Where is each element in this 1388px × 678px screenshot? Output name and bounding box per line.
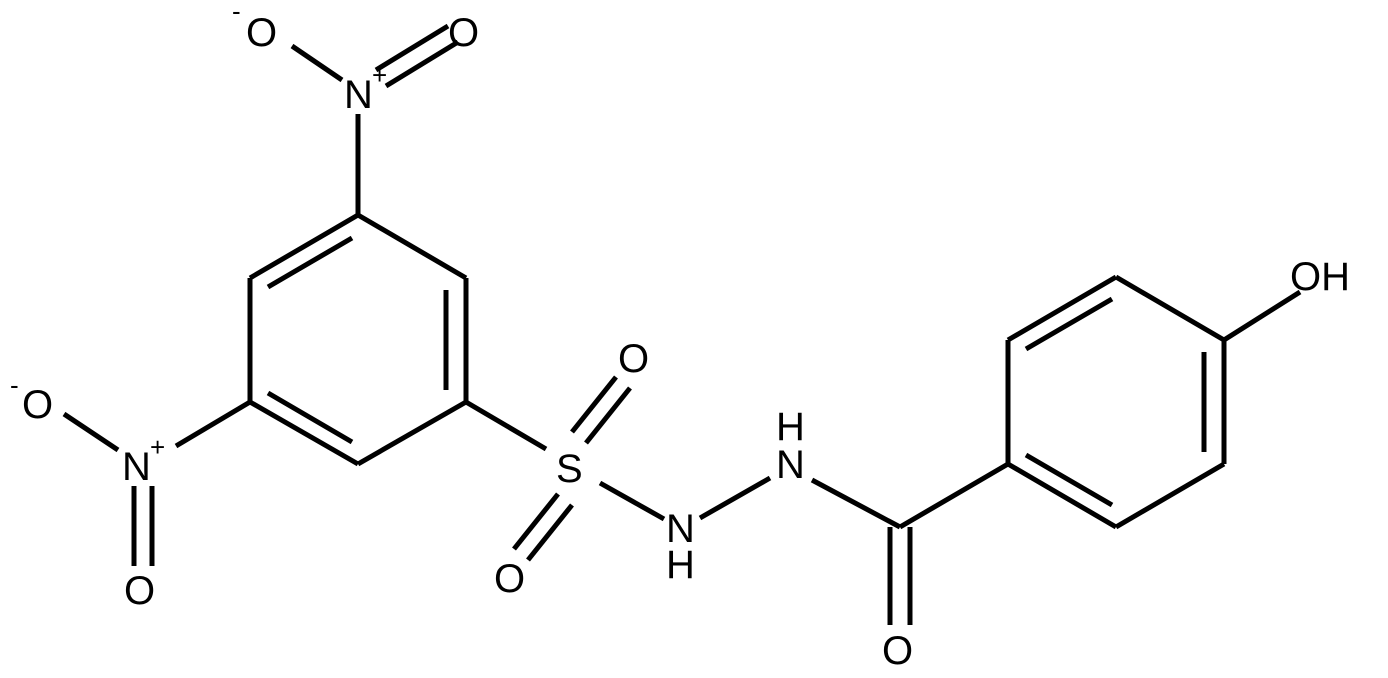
ring2-bond-top-right [1114,274,1226,343]
nitro-left-o-double-label: O [124,569,155,613]
ring2-bond-bottom-left [1006,461,1118,530]
nitro-top-o-double-label: O [448,11,479,55]
nh-right-h-label: H [776,405,805,449]
bond-lines [62,23,1302,625]
nitro-left-o-minus-charge: - [10,370,19,400]
c-n-left-bond [174,399,252,449]
n-o-minus-top-bond [290,43,344,83]
nitro-left-o-minus-label: O [22,383,53,427]
ring2-bond-bottom-left-inner [1024,452,1114,508]
nh-left-n-label: N [666,507,695,551]
sulfonyl-o-bottom-label: O [494,557,525,601]
nh-left-h-label: H [666,543,695,587]
ring1-bond-bottom-right [356,399,468,467]
n-o-double-top-bond-b [384,39,460,89]
s-o-bottom-bond-a [512,492,560,551]
ring1-bond-top-right [356,212,468,281]
s-n-bond [598,480,666,522]
nitro-left-n-label: N [122,445,151,489]
n-c-carbonyl-bond [810,477,902,530]
atom-labels: - O O N + - O N + O S O O N H H N O OH [10,0,1350,673]
nitro-top-n-charge: + [372,60,387,90]
s-o-top-bond-b [584,386,632,445]
sulfonyl-o-top-label: O [618,337,649,381]
c-s-bond [464,399,548,452]
sulfonyl-s-label: S [556,447,583,491]
ring1-bond-top-left [248,212,360,281]
c-c-aryl-bond [898,461,1010,530]
nitro-top-n-label: N [344,73,373,117]
hydroxyl-label: OH [1290,255,1350,299]
nitro-top-o-minus-charge: - [232,0,241,26]
s-o-top-bond-a [570,375,618,434]
ring2-bond-top-left [1006,274,1118,343]
ring2-bond-top-left-inner [1024,296,1114,352]
c-oh-bond [1222,289,1302,343]
n-o-minus-left-bond [62,411,120,453]
nitro-left-n-charge: + [150,432,165,462]
nitro-top-o-minus-label: O [246,11,277,55]
s-o-bottom-bond-b [526,503,574,562]
ring2-bond-bottom-right [1114,461,1226,530]
ring1-bond-top-left-inner [266,235,354,290]
ring1-bond-bottom-left [248,399,360,467]
nh-right-n-label: N [776,443,805,487]
n-o-double-top-bond-a [374,23,450,73]
n-n-bond [698,475,772,521]
ring1-bond-bottom-left-inner [266,390,354,445]
carbonyl-o-label: O [882,629,913,673]
